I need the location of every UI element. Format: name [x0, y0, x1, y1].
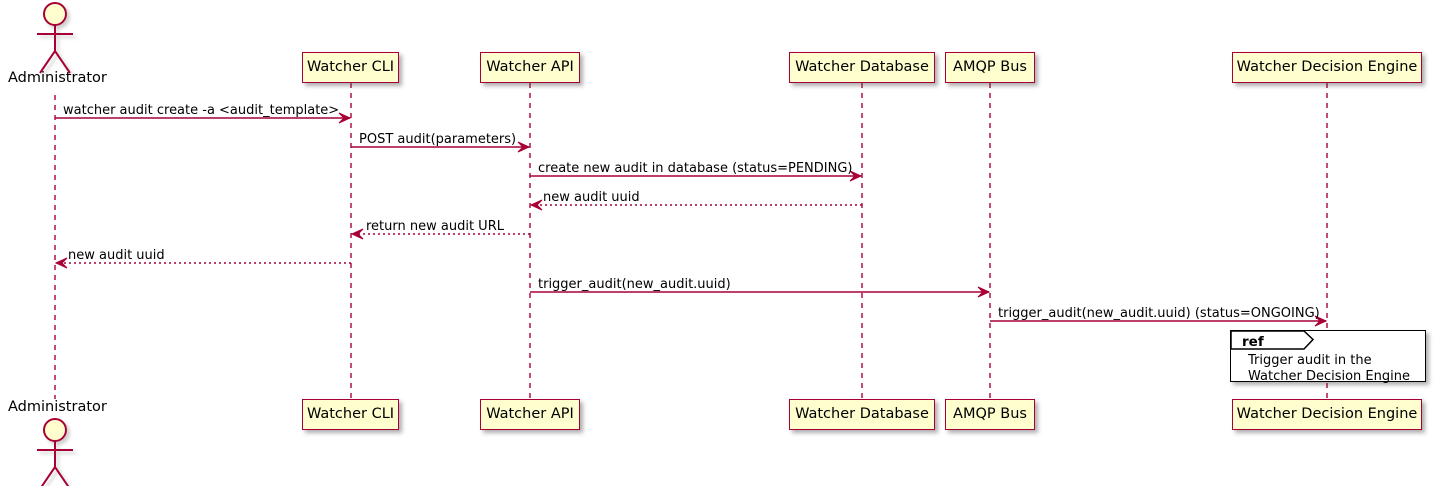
participant-watcher-api-top[interactable]: Watcher API — [480, 52, 580, 83]
message-label-6: new audit uuid — [68, 248, 165, 263]
participant-label: Watcher Decision Engine — [1236, 406, 1418, 423]
participant-watcher-decision-engine-bottom[interactable]: Watcher Decision Engine — [1232, 399, 1422, 430]
message-arrowhead-8 — [1314, 315, 1328, 327]
actor-label-administrator-bottom: Administrator — [8, 399, 107, 415]
message-arrowhead-6 — [54, 257, 68, 269]
participant-label: Watcher CLI — [306, 406, 395, 423]
actor-figure-administrator-bottom — [37, 418, 73, 486]
message-label-2: POST audit(parameters) — [359, 132, 517, 147]
message-label-1: watcher audit create -a <audit_template> — [63, 103, 340, 118]
message-arrowhead-5 — [350, 228, 364, 240]
participant-watcher-cli-top[interactable]: Watcher CLI — [302, 52, 399, 83]
participant-label: Watcher API — [486, 59, 574, 76]
message-label-5: return new audit URL — [366, 219, 504, 234]
participant-watcher-cli-bottom[interactable]: Watcher CLI — [302, 399, 399, 430]
participant-amqp-bus-bottom[interactable]: AMQP Bus — [945, 399, 1035, 430]
ref-fragment-body: Trigger audit in the Watcher Decision En… — [1248, 353, 1410, 384]
participant-watcher-api-bottom[interactable]: Watcher API — [480, 399, 580, 430]
participant-watcher-database-top[interactable]: Watcher Database — [789, 52, 935, 83]
participant-label: AMQP Bus — [953, 406, 1027, 423]
message-arrowhead-7 — [977, 286, 991, 298]
message-label-3: create new audit in database (status=PEN… — [538, 161, 853, 176]
message-arrowhead-3 — [849, 170, 863, 182]
actor-label-administrator-top: Administrator — [8, 70, 107, 86]
participant-watcher-decision-engine-top[interactable]: Watcher Decision Engine — [1232, 52, 1422, 83]
message-label-4: new audit uuid — [543, 190, 640, 205]
arrows-group — [54, 112, 1328, 327]
message-arrowhead-2 — [517, 141, 531, 153]
ref-fragment-tab-shape — [1230, 330, 1315, 350]
participant-label: Watcher Database — [795, 406, 929, 423]
ref-fragment-title: ref — [1242, 334, 1264, 350]
participant-label: Watcher Database — [795, 59, 929, 76]
participant-label: Watcher CLI — [306, 59, 395, 76]
participant-label: Watcher API — [486, 406, 574, 423]
participant-amqp-bus-top[interactable]: AMQP Bus — [945, 52, 1035, 83]
message-label-8: trigger_audit(new_audit.uuid) (status=ON… — [998, 306, 1320, 321]
ref-fragment: ref Trigger audit in the Watcher Decisio… — [1230, 330, 1426, 384]
participant-watcher-database-bottom[interactable]: Watcher Database — [789, 399, 935, 430]
message-arrowhead-1 — [338, 112, 352, 124]
participant-label: Watcher Decision Engine — [1236, 59, 1418, 76]
actors-group — [37, 2, 73, 486]
message-label-7: trigger_audit(new_audit.uuid) — [538, 277, 731, 292]
participant-label: AMQP Bus — [953, 59, 1027, 76]
message-arrowhead-4 — [529, 199, 543, 211]
actor-figure-administrator-top — [37, 2, 73, 74]
